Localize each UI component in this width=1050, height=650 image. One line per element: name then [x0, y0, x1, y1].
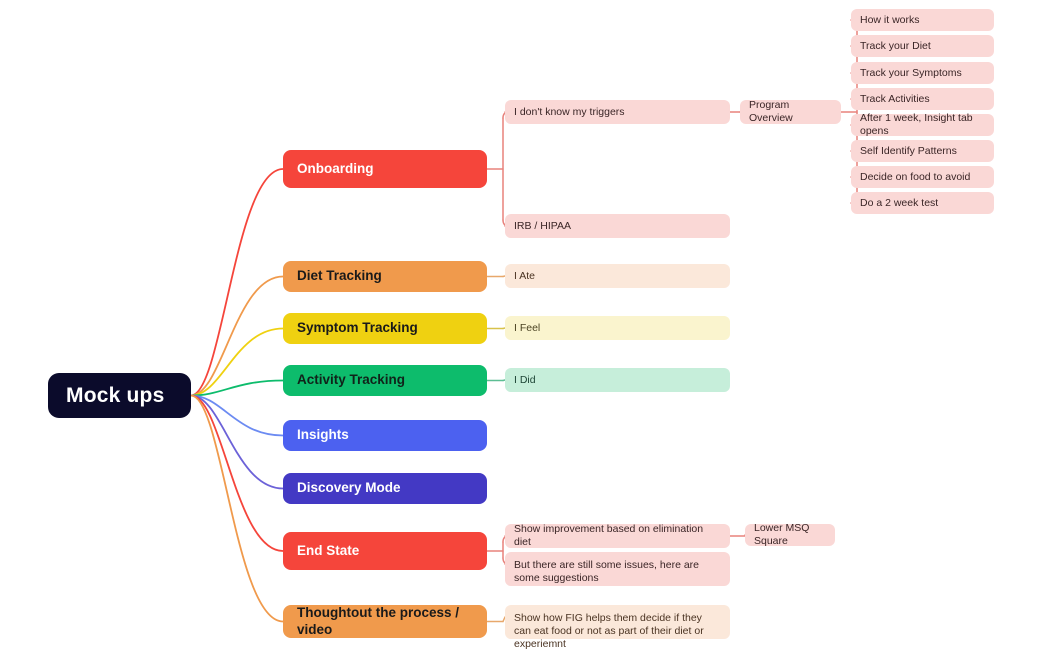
branch-node-insights[interactable]: Insights [283, 420, 487, 451]
leaf-node-do-a-2-week-test-label: Do a 2 week test [860, 196, 939, 209]
leaf-node-triggers-label: I don't know my triggers [514, 105, 625, 118]
leaf-node-lower-msq-square-label: Lower MSQ Square [754, 522, 810, 547]
branch-node-activity-tracking[interactable]: Activity Tracking [283, 365, 487, 396]
leaf-node-after-1-week-insight-tab-opens[interactable]: After 1 week, Insight tab opens [851, 112, 994, 137]
leaf-node-i-ate-label: I Ate [514, 269, 536, 282]
leaf-node-track-activities-label: Track Activities [860, 92, 930, 105]
leaf-node-irb-hipaa[interactable]: IRB / HIPAA [505, 214, 730, 238]
leaf-node-i-did[interactable]: I Did [505, 368, 730, 392]
leaf-node-irb-hipaa-label: IRB / HIPAA [514, 219, 571, 232]
branch-node-end-state[interactable]: End State [283, 532, 487, 570]
leaf-node-i-did-label: I Did [514, 373, 536, 386]
leaf-node-i-feel-label: I Feel [514, 321, 541, 334]
leaf-node-how-it-works[interactable]: How it works [851, 9, 994, 31]
root-node-label: Mock ups [66, 383, 165, 407]
connector-edge [190, 394, 284, 552]
connector-edge [190, 394, 284, 623]
branch-node-discovery-mode-label: Discovery Mode [297, 480, 401, 496]
leaf-node-decide-on-food-to-avoid[interactable]: Decide on food to avoid [851, 166, 994, 188]
leaf-node-track-activities[interactable]: Track Activities [851, 88, 994, 110]
branch-node-activity-tracking-label: Activity Tracking [297, 372, 406, 388]
leaf-node-track-your-symptoms-label: Track your Symptoms [860, 66, 962, 79]
leaf-node-program-overview[interactable]: Program Overview [740, 99, 841, 124]
branch-node-thoughtout-process-label: Thoughtout the process / video [297, 605, 459, 637]
branch-node-onboarding-label: Onboarding [297, 160, 374, 176]
leaf-node-track-your-diet[interactable]: Track your Diet [851, 35, 994, 57]
branch-node-diet-tracking-label: Diet Tracking [297, 268, 382, 284]
branch-node-thoughtout-process[interactable]: Thoughtout the process / video [283, 605, 487, 638]
connector-edge [190, 168, 284, 397]
branch-node-insights-label: Insights [297, 427, 349, 443]
leaf-node-self-identify-patterns[interactable]: Self Identify Patterns [851, 140, 994, 162]
branch-node-diet-tracking[interactable]: Diet Tracking [283, 261, 487, 292]
root-node[interactable]: Mock ups [48, 373, 191, 418]
leaf-node-do-a-2-week-test[interactable]: Do a 2 week test [851, 192, 994, 214]
connector-edge [190, 394, 284, 490]
connector-edge [190, 379, 284, 397]
leaf-node-lower-msq-square[interactable]: Lower MSQ Square [745, 522, 835, 547]
leaf-node-self-identify-patterns-label: Self Identify Patterns [860, 144, 957, 157]
connector-edge [190, 327, 284, 397]
leaf-node-how-it-works-label: How it works [860, 13, 920, 26]
leaf-node-still-issues-label: But there are still some issues, here ar… [514, 559, 700, 584]
leaf-node-track-your-symptoms[interactable]: Track your Symptoms [851, 62, 994, 84]
branch-node-discovery-mode[interactable]: Discovery Mode [283, 473, 487, 504]
leaf-node-track-your-diet-label: Track your Diet [860, 39, 931, 52]
leaf-node-fig-helps[interactable]: Show how FIG helps them decide if they c… [505, 605, 730, 650]
leaf-node-i-feel[interactable]: I Feel [505, 316, 730, 340]
leaf-node-triggers[interactable]: I don't know my triggers [505, 100, 730, 124]
leaf-node-show-improvement-label: Show improvement based on elimination di… [514, 523, 704, 548]
connector-edge [190, 394, 284, 437]
leaf-node-decide-on-food-to-avoid-label: Decide on food to avoid [860, 170, 971, 183]
branch-node-symptom-tracking[interactable]: Symptom Tracking [283, 313, 487, 344]
leaf-node-show-improvement[interactable]: Show improvement based on elimination di… [505, 523, 730, 548]
leaf-node-fig-helps-label: Show how FIG helps them decide if they c… [514, 612, 704, 650]
leaf-node-program-overview-label: Program Overview [749, 99, 793, 124]
branch-node-symptom-tracking-label: Symptom Tracking [297, 320, 418, 336]
connector-edge [190, 275, 284, 397]
branch-node-onboarding[interactable]: Onboarding [283, 150, 487, 188]
leaf-node-still-issues[interactable]: But there are still some issues, here ar… [505, 552, 730, 586]
leaf-node-i-ate[interactable]: I Ate [505, 264, 730, 288]
branch-node-end-state-label: End State [297, 542, 360, 558]
leaf-node-after-1-week-insight-tab-opens-label: After 1 week, Insight tab opens [860, 112, 973, 137]
